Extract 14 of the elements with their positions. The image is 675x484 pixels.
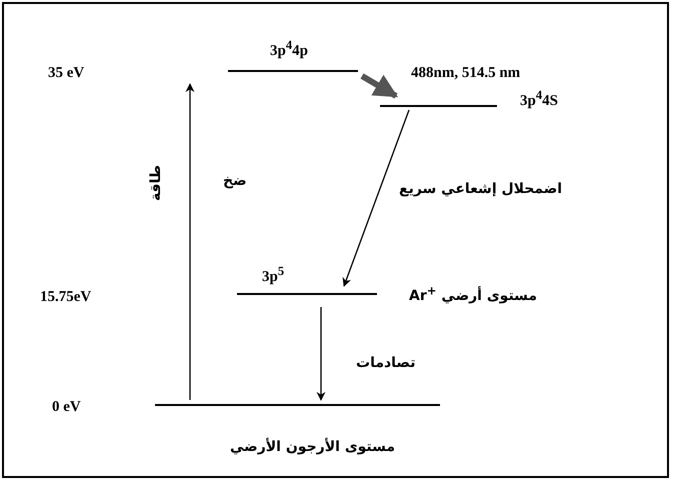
arrow xyxy=(316,307,326,401)
arrow xyxy=(360,73,398,99)
edge-label: اضمحلال إشعاعي سريع xyxy=(398,180,564,198)
axis-label: 35 eV xyxy=(48,64,84,82)
arrow xyxy=(342,110,410,287)
level-label: 3p$^{5}$ xyxy=(262,268,284,286)
axis-label: 0 eV xyxy=(52,398,81,416)
level-label: 3p$^{4}$4S xyxy=(520,92,558,110)
arrow xyxy=(186,83,194,400)
edge-label: 488nm, 514.5 nm xyxy=(410,64,522,82)
level-label: مستوى الأرجون الأرضي xyxy=(230,438,396,456)
axis-label: طاقة xyxy=(147,164,166,202)
axis-label: 15.75eV xyxy=(40,288,92,306)
level-label: 3p$^{4}$4p xyxy=(270,42,308,60)
